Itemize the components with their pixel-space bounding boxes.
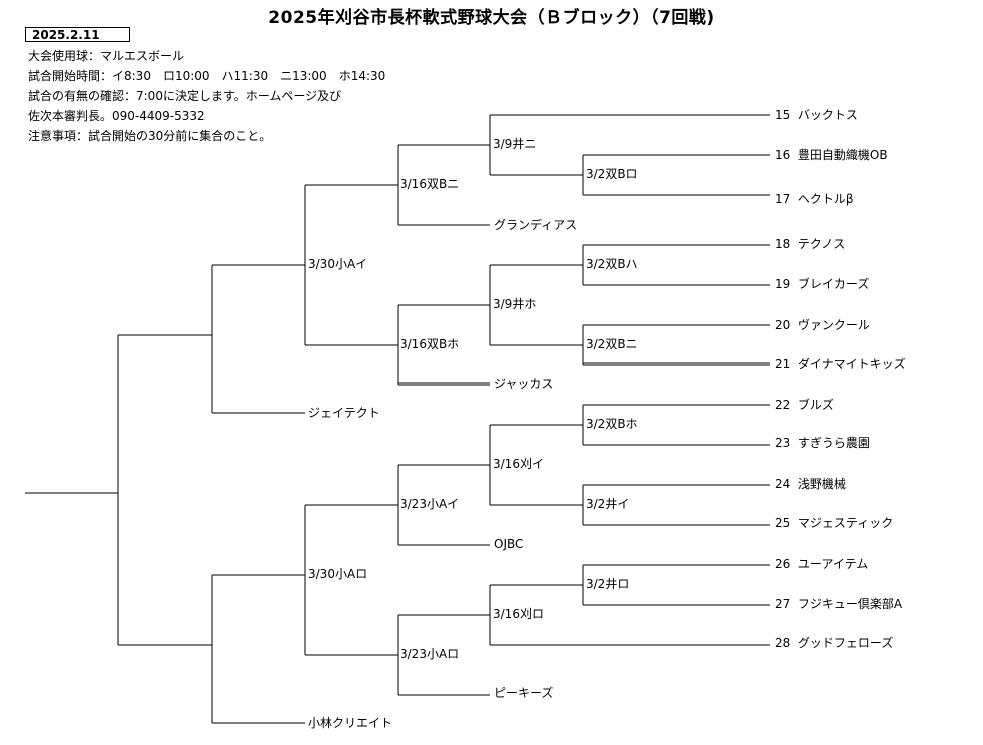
info-line-contact: 佐次本審判長。090-4409-5332 xyxy=(28,109,205,123)
match-label: 3/16刈イ xyxy=(493,457,544,471)
match-label: 3/9井ホ xyxy=(493,297,537,311)
match-label: 3/16双Bニ xyxy=(400,177,460,191)
date-badge: 2025.2.11 xyxy=(25,27,130,42)
team-label: 18 テクノス xyxy=(775,237,846,251)
match-label: 3/23小Aロ xyxy=(400,647,460,661)
info-line-confirmation: 試合の有無の確認：7:00に決定します。ホームページ及び xyxy=(28,89,342,103)
team-label: 28 グッドフェローズ xyxy=(775,636,894,650)
team-label: 21 ダイナマイトキッズ xyxy=(775,357,906,371)
seeded-team-label: 小林クリエイト xyxy=(308,716,393,730)
team-label: 19 ブレイカーズ xyxy=(775,277,870,291)
seeded-team-label: ピーキーズ xyxy=(494,686,554,700)
team-label: 25 マジェスティック xyxy=(775,516,894,530)
match-label: 3/23小Aイ xyxy=(400,497,460,511)
team-label: 24 浅野機械 xyxy=(775,477,846,491)
match-label: 3/16刈ロ xyxy=(493,607,544,621)
seeded-team-label: ジャッカス xyxy=(494,377,554,391)
seeded-team-label: グランディアス xyxy=(494,218,578,232)
team-label: 23 すぎうら農園 xyxy=(775,436,870,450)
team-label: 15 バックトス xyxy=(775,108,858,122)
match-label: 3/30小Aイ xyxy=(308,257,368,271)
page-title: 2025年刈谷市長杯軟式野球大会（Ｂブロック）（7回戦) xyxy=(268,8,715,28)
match-label: 3/2双Bニ xyxy=(586,337,638,351)
match-label: 3/2井ロ xyxy=(586,577,630,591)
team-label: 17 ヘクトルβ xyxy=(775,192,854,206)
info-line-notes: 注意事項：試合開始の30分前に集合のこと。 xyxy=(28,129,272,143)
seeded-team-label: ジェイテクト xyxy=(308,406,380,420)
team-label: 26 ユーアイテム xyxy=(775,557,869,571)
team-label: 22 ブルズ xyxy=(775,398,834,412)
team-label: 20 ヴァンクール xyxy=(775,318,870,332)
info-line-start-times: 試合開始時間：イ8:30 ロ10:00 ハ11:30 ニ13:00 ホ14:30 xyxy=(28,69,386,83)
match-label: 3/2双Bハ xyxy=(586,257,638,271)
match-label: 3/2井イ xyxy=(586,497,630,511)
match-label: 3/9井ニ xyxy=(493,137,537,151)
match-label: 3/2双Bホ xyxy=(586,417,638,431)
match-label: 3/16双Bホ xyxy=(400,337,460,351)
match-label: 3/30小Aロ xyxy=(308,567,368,581)
team-label: 16 豊田自動織機OB xyxy=(775,148,888,162)
info-line-ball: 大会使用球：マルエスボール xyxy=(28,49,185,63)
seeded-team-label: OJBC xyxy=(494,537,524,551)
match-label: 3/2双Bロ xyxy=(586,167,638,181)
team-label: 27 フジキュー倶楽部A xyxy=(775,597,903,611)
